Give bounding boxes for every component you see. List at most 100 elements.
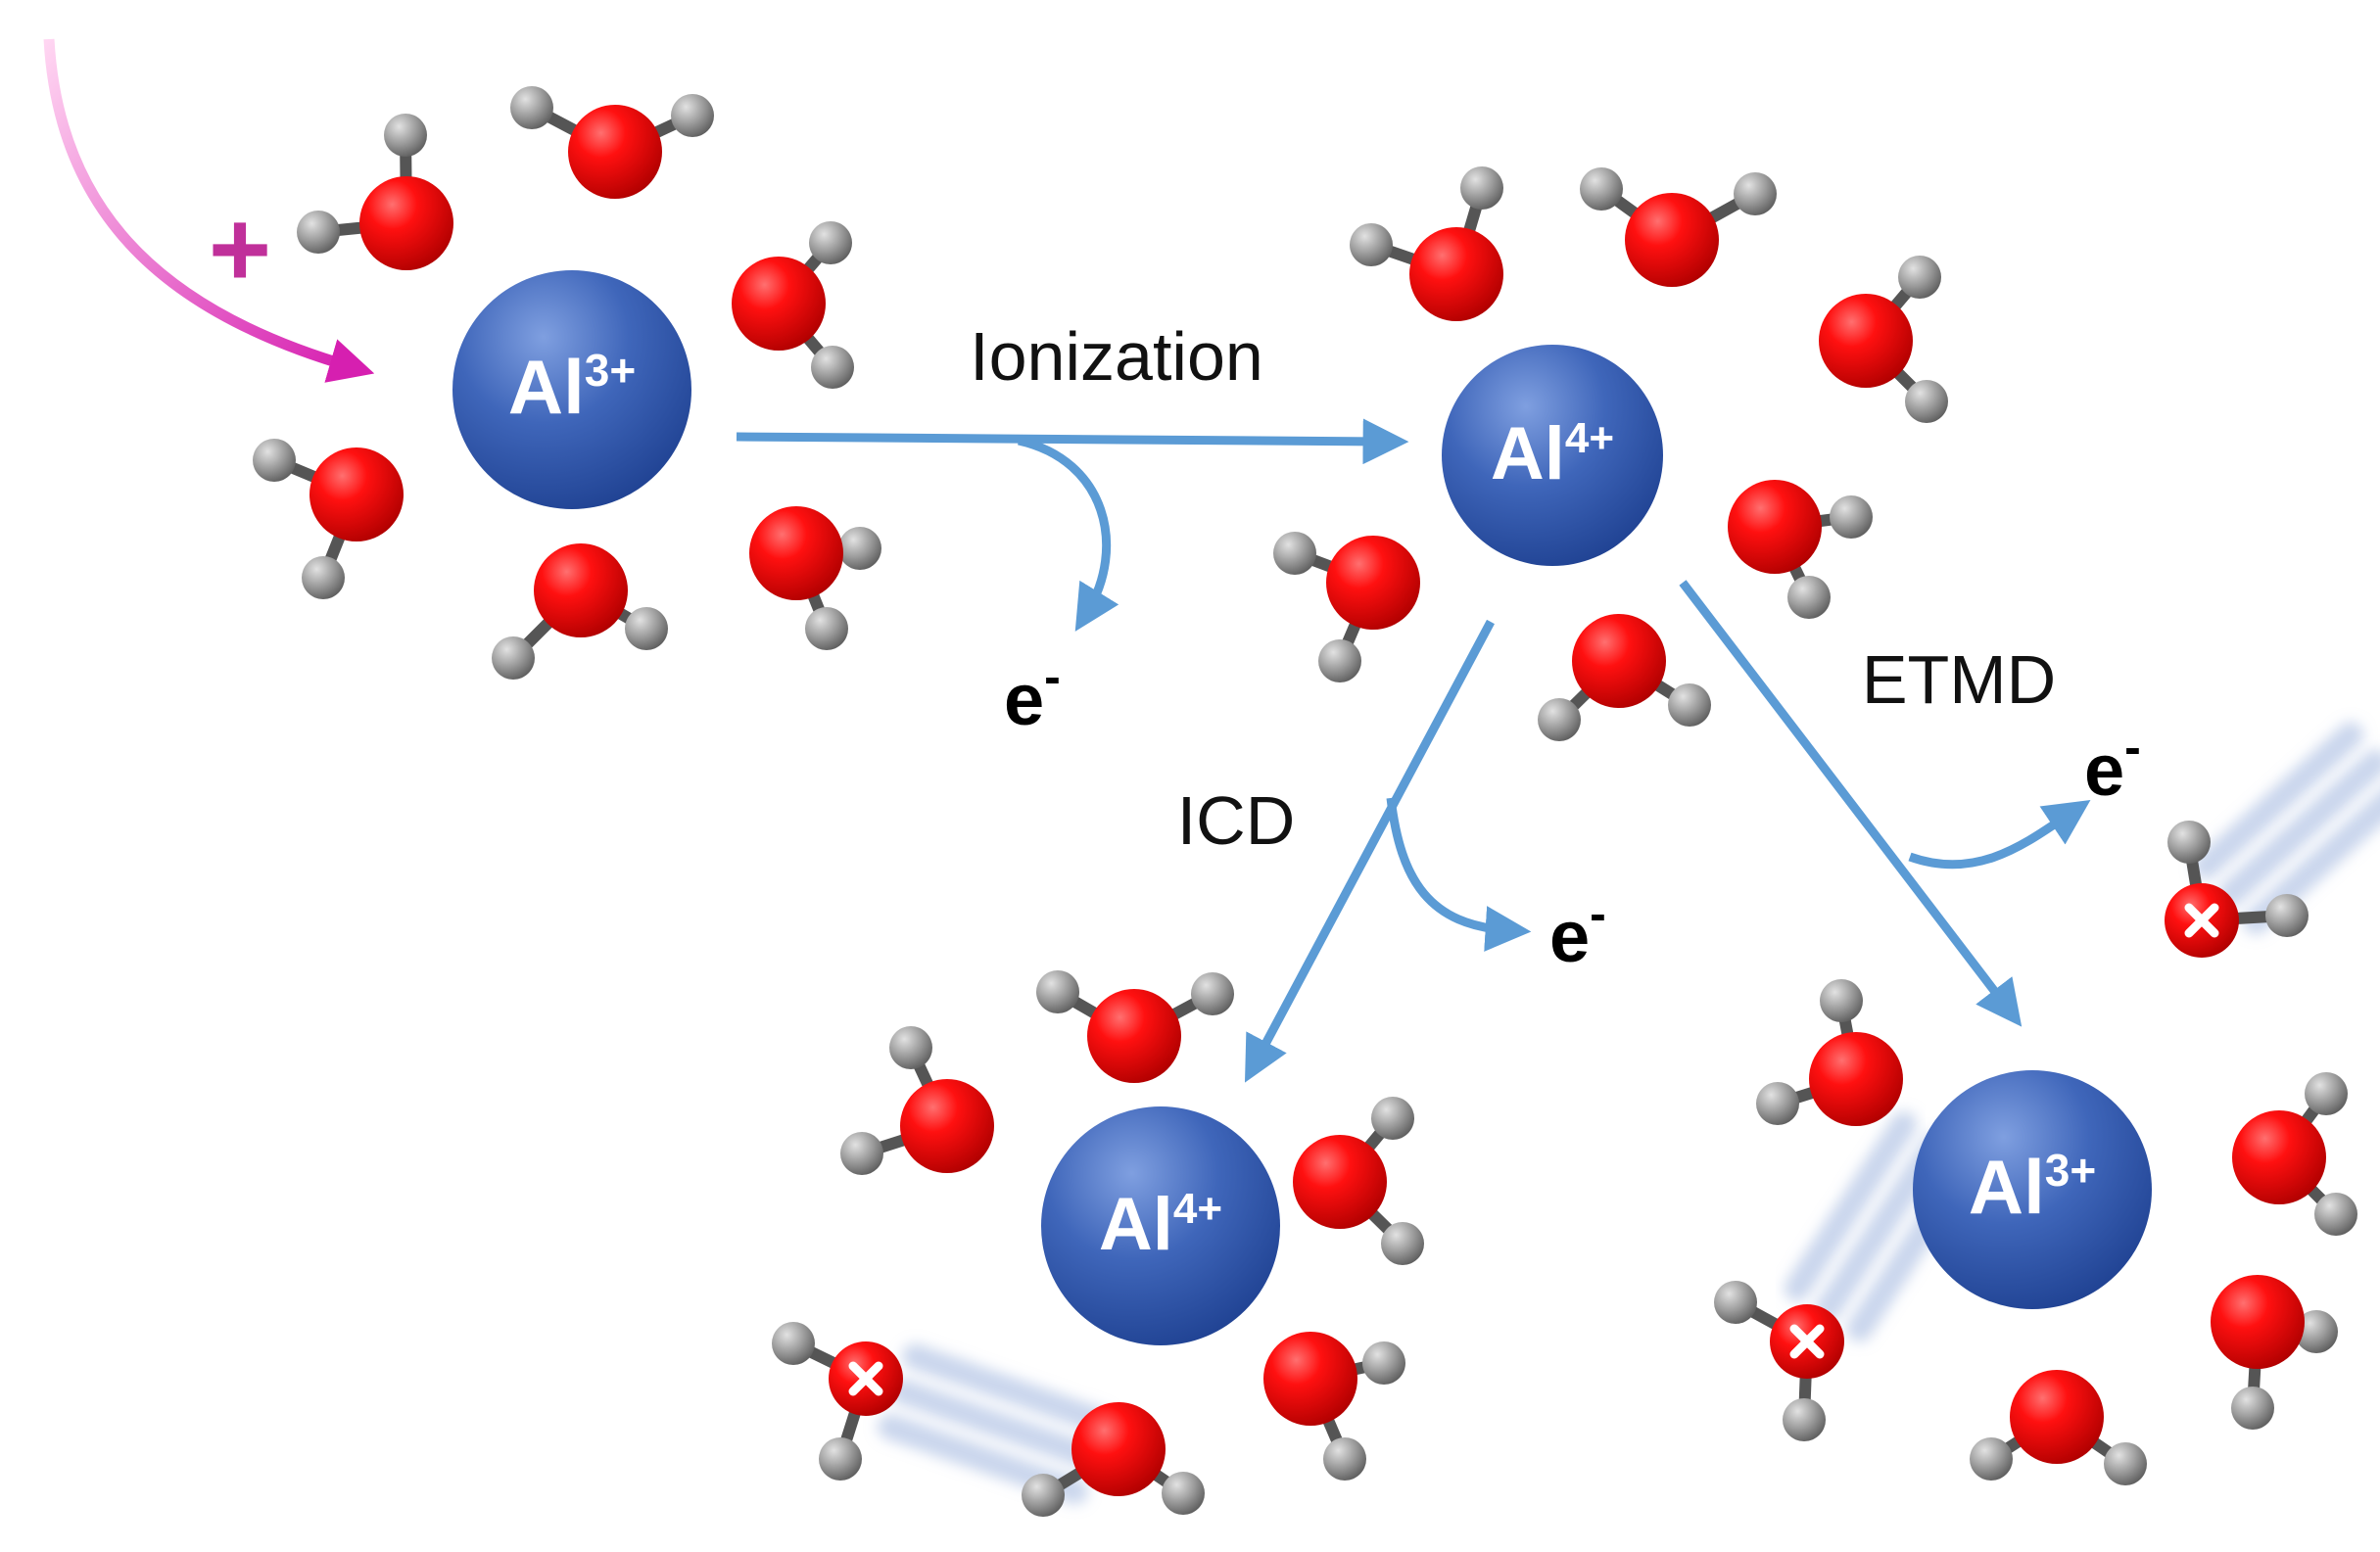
electron-label-ionization: e- <box>1004 649 1061 740</box>
hydrogen-atom <box>2305 1072 2348 1115</box>
ion-element: Al <box>1491 412 1565 495</box>
ionization-arrow <box>736 418 1409 465</box>
hydrogen-atom <box>1538 698 1581 741</box>
svg-text:Al3+: Al3+ <box>508 344 636 430</box>
oxygen-atom <box>732 257 826 351</box>
electron-charge: - <box>1044 649 1061 704</box>
hydrogen-atom <box>1036 970 1079 1013</box>
oxygen-atom <box>1071 1402 1166 1496</box>
hydrogen-atom <box>2314 1193 2357 1236</box>
hydrogen-atom <box>805 607 848 650</box>
projectile-charge: + <box>209 189 271 309</box>
icd-electron-arrow <box>1386 797 1532 952</box>
oxygen-atom <box>1625 193 1719 287</box>
projectile-arrow <box>43 38 375 383</box>
charge-mark-icon <box>2184 903 2219 938</box>
ion-al-etmd: Al3+ <box>1913 1070 2152 1309</box>
hydrogen-atom <box>811 346 854 389</box>
hydrogen-atom <box>1318 639 1361 682</box>
hydrogen-atom <box>1783 1398 1826 1441</box>
oxygen-atom <box>1263 1332 1357 1426</box>
hydrogen-atom <box>1756 1082 1799 1125</box>
hydrogen-atom <box>384 114 427 157</box>
oxygen-atom <box>1572 614 1666 708</box>
hydrogen-atom <box>1362 1341 1405 1385</box>
hydrogen-atom <box>1734 172 1777 215</box>
hydrogen-atom <box>838 527 881 570</box>
motion-trails <box>878 722 2380 1505</box>
ion-al-icd: Al4+ <box>1041 1106 1280 1345</box>
svg-text:Al3+: Al3+ <box>1969 1144 2096 1230</box>
electron-symbol: e <box>1004 659 1044 740</box>
hydrogen-atom <box>2231 1387 2274 1430</box>
electron-symbol: e <box>2084 729 2124 811</box>
water-molecule <box>1293 1097 1424 1265</box>
water-molecule <box>840 1026 994 1175</box>
motion-trail <box>889 1379 1101 1470</box>
hydrogen-atom <box>840 1132 883 1175</box>
ion-element: Al <box>1969 1144 2045 1230</box>
water-molecule <box>253 439 404 599</box>
oxygen-atom <box>900 1079 994 1173</box>
charge-mark-icon <box>1789 1324 1825 1359</box>
oxygen-atom <box>359 176 453 270</box>
electron-charge: - <box>1590 886 1606 941</box>
hydrogen-atom <box>253 439 296 482</box>
hydrogen-atom <box>625 607 668 650</box>
ion-sphere <box>1041 1106 1280 1345</box>
oxygen-atom <box>1819 294 1913 388</box>
oxygen-atom <box>1728 480 1822 574</box>
hydrogen-atom <box>1162 1472 1205 1515</box>
hydrogen-atom <box>1381 1222 1424 1265</box>
etmd-label: ETMD <box>1862 641 2056 718</box>
water-molecule <box>2232 1072 2357 1236</box>
hydrogen-atom <box>889 1026 932 1069</box>
oxygen-atom <box>1087 989 1181 1083</box>
hydrogen-atom <box>1273 532 1316 575</box>
motion-trail <box>1784 1111 1917 1301</box>
icd-label: ICD <box>1177 782 1296 859</box>
hydrogen-atom <box>297 211 340 254</box>
hydrogen-atom <box>671 94 714 137</box>
etmd-arrow <box>1679 580 2023 1027</box>
hydrogen-atom <box>1714 1281 1757 1324</box>
hydrogen-atom <box>2265 894 2309 937</box>
hydrogen-atom <box>1460 166 1503 210</box>
water-molecule <box>492 543 668 680</box>
water-molecule <box>1350 166 1503 321</box>
oxygen-atom <box>534 543 628 637</box>
motion-trail <box>2217 749 2380 908</box>
motion-trail <box>902 1343 1114 1434</box>
svg-text:Al4+: Al4+ <box>1491 412 1614 495</box>
ion-sphere <box>1442 345 1663 566</box>
hydrogen-atom <box>1787 576 1831 619</box>
ionization-label: Ionization <box>970 318 1263 395</box>
water-molecule <box>297 114 453 270</box>
water-molecule <box>1580 167 1777 287</box>
water-molecule <box>510 86 714 199</box>
electron-charge: - <box>2124 720 2141 775</box>
ion-al-initial: Al3+ <box>452 270 691 509</box>
water-molecule <box>1036 970 1234 1083</box>
water-molecules <box>253 86 2357 1517</box>
oxygen-atom <box>2211 1275 2305 1369</box>
hydrogen-atom <box>1323 1437 1366 1481</box>
hydrogen-atom <box>302 556 345 599</box>
hydrogen-atom <box>1350 223 1393 266</box>
icd-arrow <box>1244 619 1495 1083</box>
oxygen-atom <box>749 506 843 600</box>
water-molecule-ionized <box>1714 1281 1844 1441</box>
water-molecule-ionized <box>772 1322 903 1481</box>
water-molecule <box>1756 979 1903 1126</box>
oxygen-atom <box>1809 1032 1903 1126</box>
electron-label-icd: e- <box>1549 886 1606 977</box>
water-molecule-ionized <box>2165 821 2309 958</box>
hydrogen-atom <box>1668 683 1711 727</box>
etmd-electron-arrow <box>1908 800 2091 870</box>
motion-trail <box>2193 722 2364 879</box>
water-molecule <box>1538 614 1711 741</box>
electron-label-etmd: e- <box>2084 720 2141 811</box>
hydrogen-atom <box>2167 821 2211 864</box>
water-molecule <box>1263 1332 1405 1481</box>
hydrogen-atom <box>1022 1474 1065 1517</box>
